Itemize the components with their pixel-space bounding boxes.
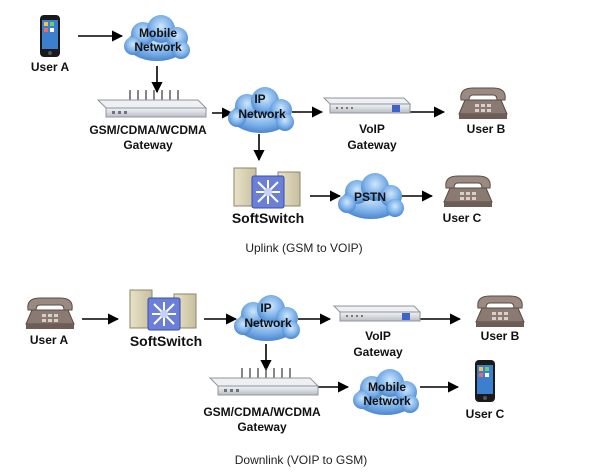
uplink-mobile-network-label-line1: Mobile	[139, 26, 177, 40]
downlink-gsm-gateway-label-line2: Gateway	[237, 420, 287, 434]
desk-phone-icon	[25, 297, 75, 330]
uplink-caption: Uplink (GSM to VOIP)	[245, 241, 362, 255]
downlink-user-c-label: User C	[466, 407, 505, 421]
uplink-ip-network-label-line1: IP	[254, 92, 265, 106]
uplink-mobile-network-label-line2: Network	[134, 40, 182, 54]
uplink-user-b-label: User B	[467, 122, 506, 136]
voip-gateway-icon	[333, 305, 421, 322]
downlink-ip-network-label-line2: Network	[244, 316, 292, 330]
downlink-softswitch-label: SoftSwitch	[130, 333, 202, 349]
downlink-arrows	[82, 313, 462, 393]
desk-phone-icon	[475, 295, 525, 328]
uplink-pstn-label: PSTN	[354, 190, 386, 204]
smartphone-icon	[40, 15, 60, 57]
uplink-voip-gateway-label-line1: VoIP	[359, 122, 385, 136]
gsm-gateway-icon	[97, 89, 207, 118]
voip-gateway-icon	[323, 97, 411, 114]
downlink-diagram: User A SoftSwitch IP Network VoIP Gatewa…	[25, 289, 525, 467]
downlink-voip-gateway-label-line2: Gateway	[353, 345, 403, 359]
uplink-softswitch-label: SoftSwitch	[232, 210, 304, 226]
downlink-ip-network-label-line1: IP	[260, 301, 271, 315]
uplink-ip-network-label-line2: Network	[238, 107, 286, 121]
downlink-mobile-network-label-line1: Mobile	[368, 380, 406, 394]
uplink-diagram: User A Mobile Network GSM/CDMA/WCDMA Gat…	[31, 15, 508, 255]
uplink-user-c-label: User C	[443, 211, 482, 225]
uplink-user-a-label: User A	[31, 60, 70, 74]
desk-phone-icon	[443, 175, 493, 208]
uplink-gsm-gateway-label-line1: GSM/CDMA/WCDMA	[89, 123, 207, 137]
softswitch-server-icon	[233, 167, 301, 209]
softswitch-server-icon	[129, 289, 197, 331]
downlink-user-a-label: User A	[30, 333, 69, 347]
uplink-voip-gateway-label-line2: Gateway	[347, 138, 397, 152]
uplink-arrows	[78, 30, 446, 202]
downlink-user-b-label: User B	[481, 329, 520, 343]
gsm-gateway-icon	[209, 367, 319, 396]
downlink-caption: Downlink (VOIP to GSM)	[235, 453, 367, 467]
desk-phone-icon	[458, 87, 508, 120]
downlink-mobile-network-label-line2: Network	[363, 394, 411, 408]
downlink-gsm-gateway-label-line1: GSM/CDMA/WCDMA	[203, 405, 321, 419]
downlink-voip-gateway-label-line1: VoIP	[365, 329, 391, 343]
uplink-gsm-gateway-label-line2: Gateway	[123, 138, 173, 152]
smartphone-icon	[475, 360, 495, 402]
